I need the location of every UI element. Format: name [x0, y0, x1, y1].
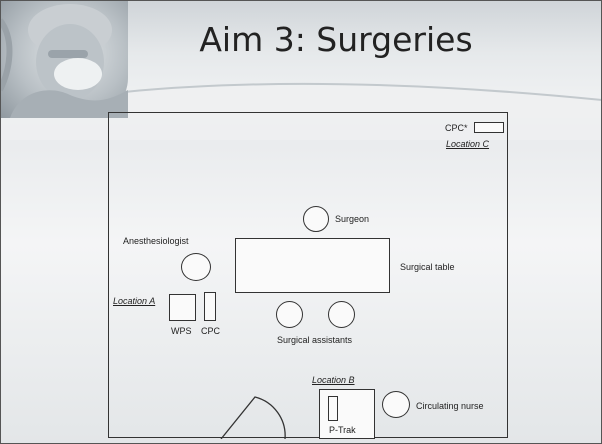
ptrak-label: P-Trak: [329, 425, 356, 435]
cpc-star-label: CPC*: [445, 123, 468, 133]
anesthesiologist-marker: [181, 253, 211, 281]
cpc-device: [204, 292, 216, 321]
location-c-label: Location C: [446, 139, 489, 149]
surgeon-photo: [0, 0, 128, 118]
wps-device: [169, 294, 196, 321]
ptrak-device: [328, 396, 338, 421]
surgical-table-label: Surgical table: [400, 262, 455, 272]
cpc-label: CPC: [201, 326, 220, 336]
slide-title: Aim 3: Surgeries: [0, 20, 602, 59]
surgeon-label: Surgeon: [335, 214, 369, 224]
surgical-table: [235, 238, 390, 293]
location-a-label: Location A: [113, 296, 155, 306]
surgical-assistant-marker: [276, 301, 303, 328]
surgical-assistants-label: Surgical assistants: [277, 335, 352, 345]
circulating-nurse-marker: [382, 391, 410, 418]
location-b-label: Location B: [312, 375, 355, 385]
circulating-nurse-label: Circulating nurse: [416, 401, 484, 411]
surgeon-marker: [303, 206, 329, 232]
cpc-star-device: [474, 122, 504, 133]
wps-label: WPS: [171, 326, 192, 336]
door-swing-icon: [219, 395, 289, 439]
anesthesiologist-label: Anesthesiologist: [123, 236, 189, 246]
surgical-assistant-marker: [328, 301, 355, 328]
operating-room-diagram: CPC* Location C Surgeon Anesthesiologist…: [108, 112, 508, 438]
